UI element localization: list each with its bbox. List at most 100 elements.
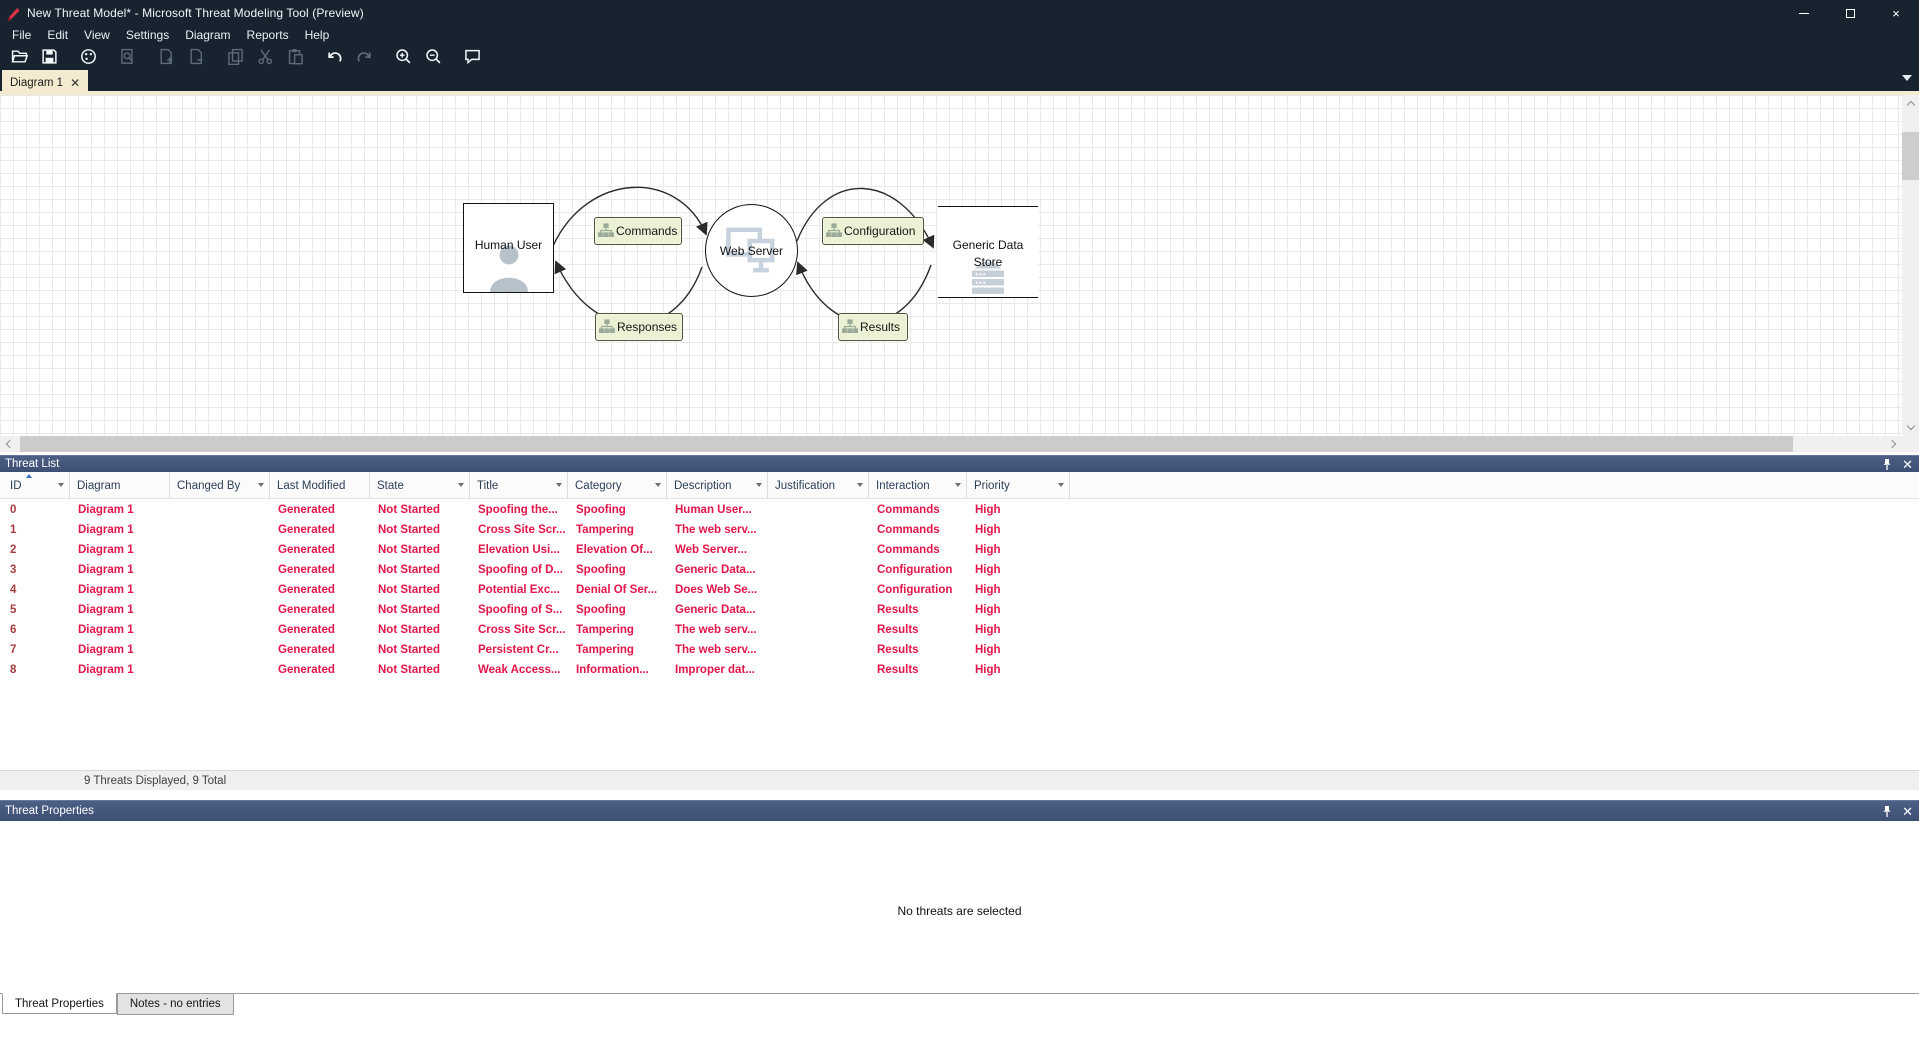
menu-reports[interactable]: Reports (246, 28, 289, 42)
filter-dropdown-icon[interactable] (1058, 483, 1064, 487)
column-header-changed-by[interactable]: Changed By (170, 472, 270, 499)
column-header-state[interactable]: State (370, 472, 470, 499)
palette-icon (80, 48, 96, 64)
cell-priority: High (975, 504, 1001, 516)
toolbar (2, 44, 485, 68)
cell-interaction: Results (877, 604, 919, 616)
undo-button[interactable] (321, 45, 347, 67)
column-label: Changed By (177, 479, 241, 492)
cell-id: 3 (10, 564, 17, 576)
cell-title: Spoofing the... (478, 504, 558, 516)
filter-dropdown-icon[interactable] (955, 483, 961, 487)
scroll-left-icon[interactable] (1, 436, 18, 452)
filter-dropdown-icon[interactable] (655, 483, 661, 487)
column-header-description[interactable]: Description (667, 472, 768, 499)
minimize-button[interactable] (1781, 0, 1827, 26)
cell-last-modified: Generated (278, 524, 335, 536)
flow-label-responses[interactable]: Responses (595, 313, 683, 341)
column-header-title[interactable]: Title (470, 472, 568, 499)
cell-diagram: Diagram 1 (78, 564, 134, 576)
menu-view[interactable]: View (84, 28, 110, 42)
vertical-scroll-thumb[interactable] (1902, 132, 1919, 180)
cell-id: 5 (10, 604, 17, 616)
column-header-id[interactable]: ID (0, 472, 70, 499)
pin-icon[interactable] (1882, 458, 1892, 471)
menu-help[interactable]: Help (304, 28, 330, 42)
feedback-button[interactable] (459, 45, 485, 67)
column-header-interaction[interactable]: Interaction (869, 472, 967, 499)
save-button[interactable] (36, 45, 62, 67)
canvas-vertical-scrollbar[interactable] (1902, 95, 1919, 436)
column-header-last-modified[interactable]: Last Modified (270, 472, 370, 499)
bottom-tab-threat-properties[interactable]: Threat Properties (2, 993, 117, 1014)
column-header-diagram[interactable]: Diagram (70, 472, 170, 499)
top-chrome: New Threat Model* - Microsoft Threat Mod… (0, 0, 1919, 95)
threat-properties-header: Threat Properties ✕ (0, 800, 1919, 821)
menu-file[interactable]: File (12, 28, 32, 42)
save-icon (41, 48, 57, 64)
column-header-category[interactable]: Category (568, 472, 667, 499)
cell-description: Generic Data... (675, 604, 756, 616)
zoom-out-button[interactable] (420, 45, 446, 67)
menu-diagram[interactable]: Diagram (185, 28, 231, 42)
filter-dropdown-icon[interactable] (556, 483, 562, 487)
maximize-button[interactable] (1827, 0, 1873, 26)
tab-close-icon[interactable]: ✕ (70, 75, 81, 90)
scroll-down-icon[interactable] (1902, 418, 1919, 434)
panel-close-icon[interactable]: ✕ (1902, 456, 1913, 472)
horizontal-scroll-thumb[interactable] (20, 436, 1793, 452)
open-button[interactable] (6, 45, 32, 67)
filter-dropdown-icon[interactable] (756, 483, 762, 487)
scroll-right-icon[interactable] (1883, 436, 1900, 452)
flow-label-commands[interactable]: Commands (594, 217, 682, 245)
flow-label-results[interactable]: Results (838, 313, 908, 341)
cell-category: Tampering (576, 524, 634, 536)
cell-category: Tampering (576, 624, 634, 636)
cell-description: Web Server... (675, 544, 748, 556)
cell-last-modified: Generated (278, 644, 335, 656)
flow-edge-commands[interactable] (552, 186, 708, 247)
column-header-priority[interactable]: Priority (967, 472, 1070, 499)
bottom-tab-notes[interactable]: Notes - no entries (116, 994, 234, 1015)
diagram-canvas[interactable]: Human User Web Server (0, 95, 1902, 436)
cell-interaction: Commands (877, 524, 940, 536)
cell-last-modified: Generated (278, 624, 335, 636)
tab-diagram-1[interactable]: Diagram 1 ✕ (2, 70, 88, 95)
column-header-justification[interactable]: Justification (768, 472, 869, 499)
remove-diagram-button (183, 45, 209, 67)
scroll-up-icon[interactable] (1902, 97, 1919, 113)
cell-category: Tampering (576, 644, 634, 656)
undo-icon (327, 51, 341, 62)
filter-dropdown-icon[interactable] (857, 483, 863, 487)
cell-id: 0 (10, 504, 17, 516)
filter-dropdown-icon[interactable] (58, 483, 64, 487)
filter-dropdown-icon[interactable] (458, 483, 464, 487)
menu-settings[interactable]: Settings (125, 28, 170, 42)
node-web-server[interactable]: Web Server (705, 204, 798, 297)
tab-list-dropdown-icon[interactable] (1902, 75, 1912, 81)
palette-button[interactable] (75, 45, 101, 67)
node-human-user[interactable]: Human User (463, 203, 554, 293)
menu-edit[interactable]: Edit (47, 28, 69, 42)
canvas-horizontal-scrollbar[interactable] (0, 436, 1919, 452)
pin-icon[interactable] (1882, 805, 1892, 818)
close-button[interactable]: × (1873, 0, 1919, 26)
node-generic-data-store[interactable]: Generic Data Store (938, 206, 1038, 298)
cell-priority: High (975, 604, 1001, 616)
filter-dropdown-icon[interactable] (258, 483, 264, 487)
panel-close-icon[interactable]: ✕ (1902, 803, 1913, 819)
flow-label-configuration[interactable]: Configuration (822, 217, 924, 245)
threat-properties-title: Threat Properties (5, 805, 94, 817)
diagram-tab-strip: Diagram 1 ✕ (0, 66, 1919, 95)
zoom-in-button[interactable] (390, 45, 416, 67)
